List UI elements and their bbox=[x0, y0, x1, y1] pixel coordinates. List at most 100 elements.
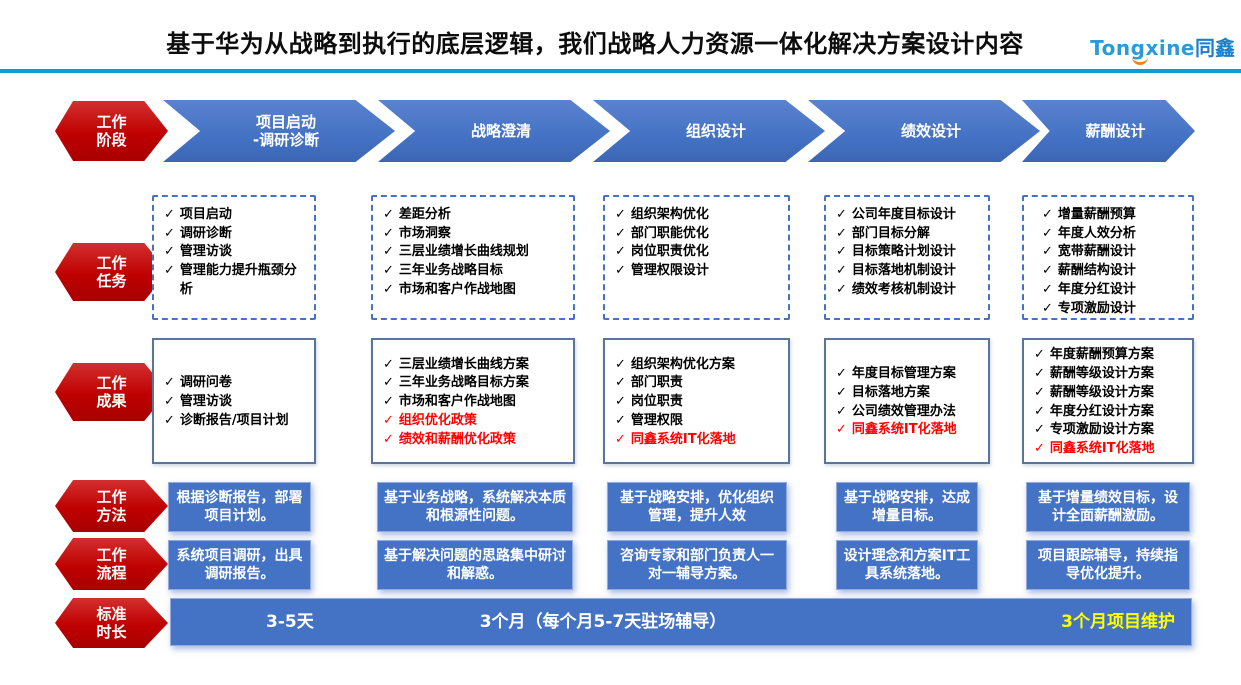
task-item: ✓年度人效分析 bbox=[1042, 225, 1186, 244]
task-item: ✓市场洞察 bbox=[383, 225, 567, 244]
result-item-text: 部门职责 bbox=[630, 375, 683, 391]
result-item-text: 组织架构优化方案 bbox=[630, 356, 735, 372]
check-icon: ✓ bbox=[615, 263, 626, 279]
method-text: 基于业务战略，系统解决本质和根源性问题。 bbox=[384, 489, 566, 524]
task-item: ✓薪酬结构设计 bbox=[1042, 262, 1186, 281]
check-icon: ✓ bbox=[164, 225, 175, 241]
row-label-duration-text: 标准 时长 bbox=[96, 605, 127, 641]
task-item-text: 部门目标分解 bbox=[851, 225, 930, 241]
phase-arrow-2: 战略澄清 bbox=[378, 100, 610, 162]
result-item-highlight: ✓同鑫系统IT化落地 bbox=[615, 431, 782, 450]
task-item: ✓项目启动 bbox=[164, 206, 308, 225]
result-item: ✓部门职责 bbox=[615, 374, 782, 393]
task-item-text: 管理能力提升瓶颈分析 bbox=[179, 263, 297, 297]
task-item-text: 部门职能优化 bbox=[630, 225, 709, 241]
result-item: ✓诊断报告/项目计划 bbox=[164, 412, 308, 431]
check-icon: ✓ bbox=[836, 207, 847, 222]
row-label-results-text: 工作 成果 bbox=[96, 374, 127, 410]
result-item-highlight: ✓同鑫系统IT化落地 bbox=[1034, 440, 1186, 459]
process-text: 基于解决问题的思路集中研讨和解惑。 bbox=[384, 547, 566, 582]
check-icon: ✓ bbox=[1034, 347, 1045, 363]
result-item: ✓市场和客户作战地图 bbox=[383, 393, 567, 412]
check-icon: ✓ bbox=[383, 375, 394, 391]
task-item: ✓管理访谈 bbox=[164, 243, 308, 262]
task-item: ✓市场和客户作战地图 bbox=[383, 281, 567, 300]
row-label-process-text: 工作 流程 bbox=[96, 546, 127, 582]
check-icon: ✓ bbox=[1042, 207, 1053, 222]
row-label-process: 工作 流程 bbox=[55, 538, 168, 590]
title-divider bbox=[0, 69, 1241, 73]
check-icon: ✓ bbox=[1034, 440, 1045, 456]
method-box-5: 基于增量绩效目标，设计全面薪酬激励。 bbox=[1026, 482, 1190, 532]
result-item: ✓三年业务战略目标方案 bbox=[383, 374, 567, 393]
task-item: ✓差距分析 bbox=[383, 206, 567, 225]
method-box-2: 基于业务战略，系统解决本质和根源性问题。 bbox=[377, 482, 573, 532]
task-item-text: 市场和客户作战地图 bbox=[398, 281, 516, 297]
result-item: ✓岗位职责 bbox=[615, 393, 782, 412]
result-item-text: 同鑫系统IT化落地 bbox=[630, 431, 736, 447]
check-icon: ✓ bbox=[383, 244, 394, 260]
task-item: ✓部门目标分解 bbox=[836, 225, 982, 244]
check-icon: ✓ bbox=[383, 394, 394, 410]
check-icon: ✓ bbox=[1042, 300, 1053, 316]
result-item: ✓调研问卷 bbox=[164, 374, 308, 393]
phase-arrow-5-text: 薪酬设计 bbox=[1085, 122, 1146, 140]
result-box-1: ✓调研问卷 ✓管理访谈 ✓诊断报告/项目计划 bbox=[152, 338, 316, 464]
result-item-text: 组织优化政策 bbox=[398, 412, 477, 428]
task-item-text: 项目启动 bbox=[179, 207, 232, 222]
check-icon: ✓ bbox=[164, 375, 175, 391]
check-icon: ✓ bbox=[615, 375, 626, 391]
result-item: ✓年度目标管理方案 bbox=[836, 365, 982, 384]
result-item-text: 薪酬等级设计方案 bbox=[1049, 366, 1154, 382]
page-title: 基于华为从战略到执行的底层逻辑，我们战略人力资源一体化解决方案设计内容 bbox=[166, 30, 1024, 58]
method-text: 基于增量绩效目标，设计全面薪酬激励。 bbox=[1038, 489, 1178, 524]
duration-phase3: 3个月项目维护 bbox=[1061, 612, 1175, 632]
check-icon: ✓ bbox=[836, 263, 847, 279]
result-item-text: 年度分红设计方案 bbox=[1049, 403, 1154, 419]
process-box-2: 基于解决问题的思路集中研讨和解惑。 bbox=[377, 540, 573, 590]
result-item-text: 诊断报告/项目计划 bbox=[179, 412, 289, 428]
result-item: ✓年度薪酬预算方案 bbox=[1034, 346, 1186, 365]
task-item-text: 三年业务战略目标 bbox=[398, 263, 503, 279]
task-item: ✓增量薪酬预算 bbox=[1042, 206, 1186, 225]
result-item-text: 绩效和薪酬优化政策 bbox=[398, 431, 516, 447]
result-item: ✓专项激励设计方案 bbox=[1034, 421, 1186, 440]
result-item: ✓管理权限 bbox=[615, 412, 782, 431]
check-icon: ✓ bbox=[1034, 403, 1045, 419]
result-item-highlight: ✓绩效和薪酬优化政策 bbox=[383, 431, 567, 450]
check-icon: ✓ bbox=[1034, 384, 1045, 400]
task-item-text: 调研诊断 bbox=[179, 225, 232, 241]
result-item-text: 市场和客户作战地图 bbox=[398, 394, 516, 410]
result-box-3: ✓组织架构优化方案 ✓部门职责 ✓岗位职责 ✓管理权限 ✓同鑫系统IT化落地 bbox=[603, 338, 790, 464]
check-icon: ✓ bbox=[615, 431, 626, 447]
check-icon: ✓ bbox=[383, 356, 394, 372]
check-icon: ✓ bbox=[615, 412, 626, 428]
check-icon: ✓ bbox=[1042, 225, 1053, 241]
task-item: ✓管理能力提升瓶颈分析 bbox=[164, 262, 308, 299]
check-icon: ✓ bbox=[164, 412, 175, 428]
method-box-3: 基于战略安排，优化组织管理，提升人效 bbox=[607, 482, 787, 532]
check-icon: ✓ bbox=[383, 412, 394, 428]
check-icon: ✓ bbox=[836, 244, 847, 260]
result-item-text: 同鑫系统IT化落地 bbox=[851, 422, 957, 438]
task-box-1: ✓项目启动 ✓调研诊断 ✓管理访谈 ✓管理能力提升瓶颈分析 bbox=[152, 195, 316, 320]
process-box-5: 项目跟踪辅导，持续指导优化提升。 bbox=[1026, 540, 1190, 590]
duration-bar: 3-5天 3个月（每个月5-7天驻场辅导） 3个月项目维护 bbox=[170, 598, 1192, 646]
task-item: ✓目标落地机制设计 bbox=[836, 262, 982, 281]
result-item-highlight: ✓同鑫系统IT化落地 bbox=[836, 421, 982, 440]
logo-smile-icon bbox=[1132, 56, 1149, 65]
result-item: ✓目标落地方案 bbox=[836, 384, 982, 403]
task-item: ✓三年业务战略目标 bbox=[383, 262, 567, 281]
row-label-method-text: 工作 方法 bbox=[96, 488, 127, 524]
method-text: 基于战略安排，达成增量目标。 bbox=[844, 489, 970, 524]
check-icon: ✓ bbox=[836, 422, 847, 438]
check-icon: ✓ bbox=[836, 384, 847, 400]
result-item-text: 年度薪酬预算方案 bbox=[1049, 347, 1154, 363]
brand-logo-cjk: 同鑫 bbox=[1195, 36, 1235, 60]
phase-arrow-4: 绩效设计 bbox=[808, 100, 1040, 162]
result-item-text: 年度目标管理方案 bbox=[851, 366, 956, 382]
result-item: ✓年度分红设计方案 bbox=[1034, 403, 1186, 422]
task-box-5: ✓增量薪酬预算 ✓年度人效分析 ✓宽带薪酬设计 ✓薪酬结构设计 ✓年度分红设计 … bbox=[1022, 195, 1194, 320]
task-item-text: 市场洞察 bbox=[398, 225, 451, 241]
